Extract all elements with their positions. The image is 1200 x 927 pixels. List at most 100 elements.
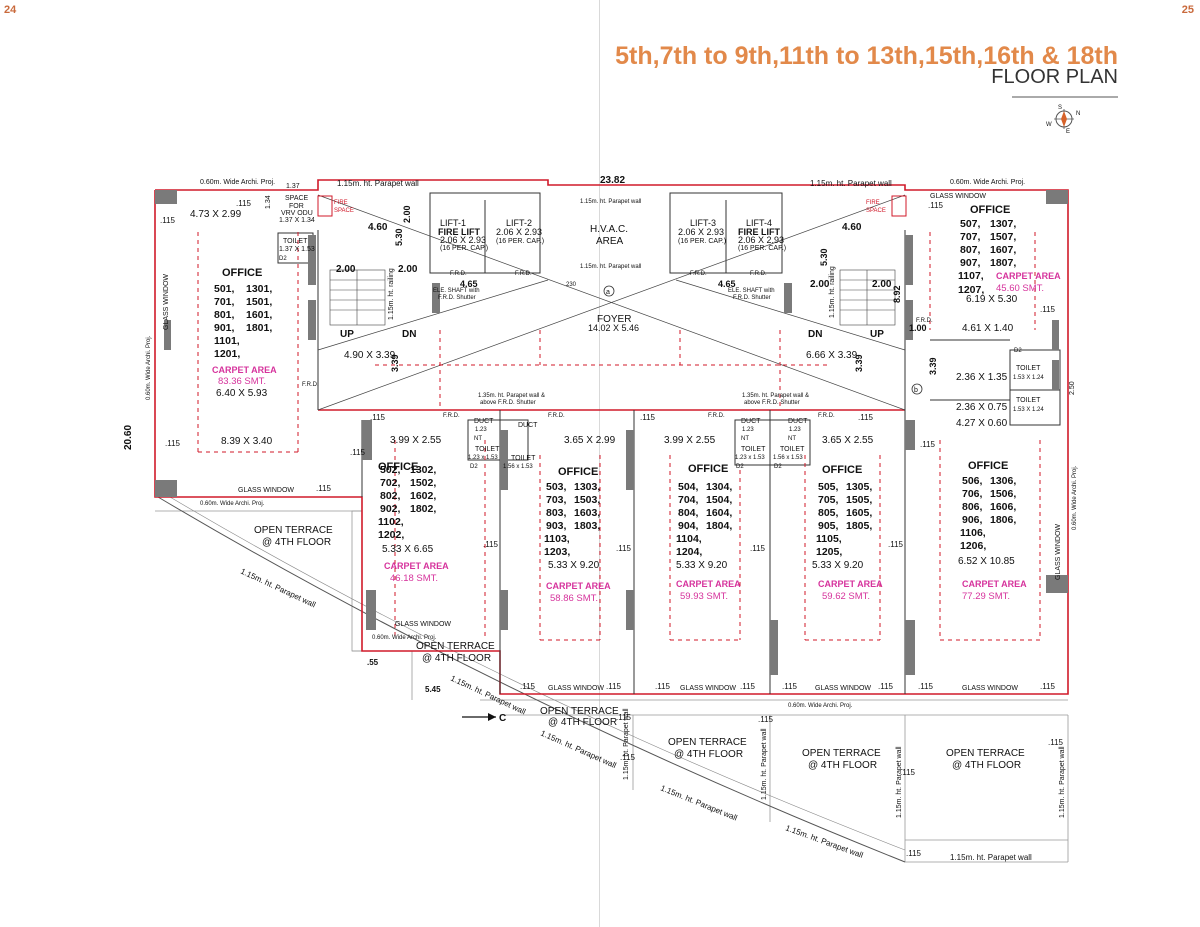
u0: 502, (380, 464, 401, 476)
lift-3: LIFT-3 2.06 X 2.93 (16 PER. CAP.) (678, 218, 726, 245)
parapet-135-left: 1.35m. ht. Parapet wall & (478, 393, 545, 399)
dim-137: 1.37 (286, 183, 300, 190)
carpet-label-506: CARPET AREA (962, 579, 1027, 589)
carpet-value-502: 46.18 SMT. (390, 573, 438, 584)
u5: 1601, (246, 309, 272, 321)
section-arrow-icon (488, 713, 496, 721)
lift-3-name: LIFT-3 (690, 218, 716, 228)
dim-55: .55 (367, 658, 379, 667)
u0: 507, (960, 218, 981, 230)
dim-115-b: .115 (160, 216, 176, 225)
office-501-units: 501, 1301, 701, 1501, 801, 1601, 901, 18… (214, 283, 272, 360)
u5: 1603, (574, 507, 600, 519)
office-503-units: 503, 1303, 703, 1503, 803, 1603, 903, 18… (544, 481, 600, 558)
carpet-label-504: CARPET AREA (676, 579, 741, 589)
page-subtitle: FLOOR PLAN (991, 66, 1118, 88)
stair-dn-right: DN (808, 329, 822, 340)
dim-339-right-b: 3.39 (928, 357, 938, 375)
u1: 1303, (574, 481, 600, 493)
stair-dn-left: DN (402, 329, 416, 340)
u7: 1804, (706, 520, 732, 532)
dim-115-q: .115 (606, 682, 622, 691)
dim-115-o: .115 (920, 440, 936, 449)
marker-b-circle (911, 383, 923, 395)
terrace-3-b: @ 4TH FLOOR (548, 717, 617, 728)
terrace-5-a: OPEN TERRACE (802, 748, 881, 759)
stair-up-right: UP (870, 329, 884, 340)
u0: 505, (818, 481, 839, 493)
ele-shaft-left: ELE. SHAFT with (433, 288, 480, 294)
glass-window-b1: GLASS WINDOW (548, 685, 604, 692)
duct-d: DUCT (788, 418, 808, 425)
frd-lift-3: F.R.D. (690, 271, 707, 277)
fire-space-left-b: SPACE (334, 208, 354, 214)
ele-shaft-right: ELE. SHAFT with (728, 288, 775, 294)
u8: 1105, (816, 533, 842, 545)
frd-502: F.R.D. (443, 413, 460, 419)
u0: 503, (546, 481, 567, 493)
lift-4-dim: 2.06 X 2.93 (738, 235, 784, 245)
toilet-503: TOILET (511, 455, 536, 462)
parapet-curve-2: 1.15m. ht. Parapet wall (449, 674, 527, 717)
frd-right-top: F.R.D. (916, 318, 933, 324)
marker-b: b (914, 387, 918, 394)
carpet-label-503: CARPET AREA (546, 581, 611, 591)
duct-a: DUCT (474, 418, 494, 425)
toilet-505: TOILET (780, 446, 805, 453)
lift-3-dim: 2.06 X 2.93 (678, 227, 724, 237)
open-terrace-6: OPEN TERRACE @ 4TH FLOOR (946, 748, 1025, 771)
dim-399-a: 3.99 X 2.55 (390, 435, 442, 446)
carpet-label-501: CARPET AREA (212, 365, 277, 375)
glass-window-506: GLASS WINDOW (1055, 524, 1062, 580)
u0: 506, (962, 475, 983, 487)
stairs-right (839, 269, 896, 326)
office-502-title: OFFICE (378, 461, 418, 473)
hvac-label-b: AREA (596, 236, 624, 247)
u5: 1606, (990, 501, 1016, 513)
carpet-value-504: 59.93 SMT. (680, 591, 728, 602)
u3: 1505, (846, 494, 872, 506)
open-terrace-4: OPEN TERRACE @ 4TH FLOOR (668, 737, 747, 760)
fire-space-left-a: FIRE (334, 200, 348, 206)
u1: 1306, (990, 475, 1016, 487)
u10: 1201, (214, 348, 240, 360)
dim-533-504: 5.33 X 9.20 (676, 560, 728, 571)
lift-1-sub: FIRE LIFT (438, 227, 480, 237)
structural-columns (155, 190, 1068, 675)
parapet-135-left-b: above F.R.D. Shutter (480, 400, 536, 406)
toilet-505-dim: 1.56 x 1.53 (773, 455, 803, 461)
dim-250: 2.50 (1069, 381, 1076, 395)
dim-490: 4.90 X 3.39 (344, 350, 396, 361)
glass-window-b2: GLASS WINDOW (680, 685, 736, 692)
marker-a: a (606, 289, 610, 296)
foyer-diagonals (317, 194, 906, 411)
u2: 703, (546, 494, 567, 506)
hvac-parapet-bottom: 1.15m. ht. Parapet wall (580, 264, 641, 270)
parapet-top-right: 1.15m. ht. Parapet wall (810, 179, 892, 188)
u10: 1202, (378, 529, 404, 541)
compass-icon: N E W S (1046, 105, 1080, 135)
dim-365-b: 3.65 X 2.55 (822, 435, 874, 446)
dim-473: 4.73 X 2.99 (190, 209, 242, 220)
total-width: 23.82 (600, 175, 625, 186)
dim-115-h: .115 (370, 413, 386, 422)
dim-115-r: .115 (655, 682, 671, 691)
dim-460-left: 4.60 (368, 222, 388, 233)
u10: 1207, (958, 284, 984, 296)
dim-200-right-a: 2.00 (810, 279, 830, 290)
u6: 907, (960, 257, 981, 269)
u7: 1803, (574, 520, 600, 532)
u7: 1805, (846, 520, 872, 532)
u5: 1604, (706, 507, 732, 519)
compass-s: S (1058, 105, 1062, 111)
toilet-right-a: TOILET (1016, 365, 1041, 372)
dim-533-503: 5.33 X 9.20 (548, 560, 600, 571)
dim-236b: 2.36 X 0.75 (956, 402, 1008, 413)
d2-504: D2 (736, 464, 744, 470)
terrace-4-a: OPEN TERRACE (668, 737, 747, 748)
u6: 906, (962, 514, 983, 526)
u4: 805, (818, 507, 839, 519)
dim-115-x: .115 (906, 849, 922, 858)
nt-b: NT (741, 436, 749, 442)
